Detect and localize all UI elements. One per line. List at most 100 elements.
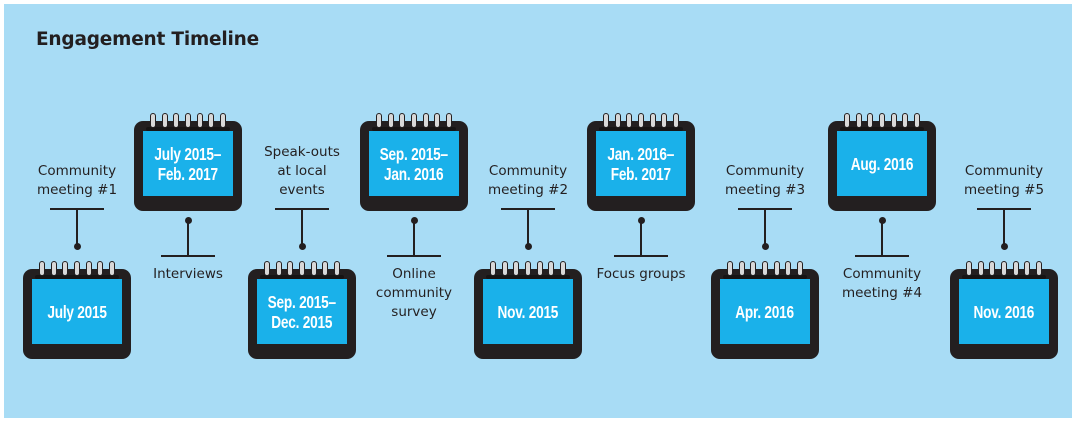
connector-dot — [1000, 243, 1008, 250]
event-date: Aug. 2016 — [850, 153, 914, 174]
calendar-ring — [108, 261, 115, 276]
calendar-face: Nov. 2016 — [959, 279, 1049, 344]
calendar-ring — [322, 261, 329, 276]
connector-stem — [881, 220, 883, 255]
calendar-icon: July 2015 — [23, 261, 131, 359]
connector-stem — [764, 208, 766, 246]
calendar-ring — [867, 113, 874, 128]
calendar-ring — [97, 261, 104, 276]
event-date: Sep. 2015–Dec. 2015 — [268, 292, 336, 332]
calendar-ring — [264, 261, 270, 276]
calendar-binding — [486, 275, 570, 279]
calendar-icon: Sep. 2015–Jan. 2016 — [360, 113, 468, 211]
connector-bar — [387, 255, 441, 257]
calendar-icon: Nov. 2016 — [950, 261, 1058, 359]
event-date: Apr. 2016 — [736, 302, 795, 322]
calendar-ring — [150, 113, 156, 128]
calendar-ring — [333, 261, 340, 276]
event-date-line2: Feb. 2017 — [157, 163, 219, 184]
calendar-rings — [39, 261, 115, 279]
calendar-ring — [62, 261, 69, 276]
calendar-ring — [196, 113, 203, 128]
connector-dot — [524, 243, 532, 250]
calendar-ring — [434, 113, 441, 128]
calendar-ring — [50, 261, 57, 276]
event-date: July 2015–Feb. 2017 — [155, 144, 222, 184]
calendar-face: July 2015 — [32, 279, 122, 344]
calendar-ring — [287, 261, 294, 276]
event-date-line1: Nov. 2016 — [973, 301, 1035, 322]
event-date-line1: Aug. 2016 — [850, 153, 914, 174]
calendar-ring — [966, 261, 972, 276]
calendar-ring — [173, 113, 180, 128]
calendar-ring — [73, 261, 80, 276]
event-date-line1: Sep. 2015– — [379, 143, 449, 164]
calendar-ring — [85, 261, 92, 276]
event-date: Jan. 2016–Feb. 2017 — [608, 144, 675, 184]
calendar-ring — [445, 113, 452, 128]
connector-dot — [637, 217, 645, 224]
event-date-line2: Dec. 2015 — [271, 311, 333, 332]
calendar-ring — [672, 113, 679, 128]
event-date-line1: Sep. 2015– — [267, 291, 337, 312]
calendar-binding — [599, 127, 683, 131]
connector-dot — [73, 243, 81, 250]
calendar-ring — [524, 261, 531, 276]
calendar-ring — [989, 261, 996, 276]
calendar-ring — [902, 113, 909, 128]
calendar-rings — [727, 261, 803, 279]
calendar-ring — [761, 261, 768, 276]
event-label: Focus groups — [596, 266, 686, 282]
calendar-ring — [614, 113, 621, 128]
event-date: Nov. 2016 — [974, 302, 1035, 322]
calendar-face: Nov. 2015 — [483, 279, 573, 344]
calendar-icon: Sep. 2015–Dec. 2015 — [248, 261, 356, 359]
event-date-line1: July 2015 — [47, 301, 107, 322]
connector-dot — [761, 243, 769, 250]
calendar-rings — [264, 261, 340, 279]
calendar-ring — [977, 261, 984, 276]
connector-stem — [413, 220, 415, 255]
connector-dot — [298, 243, 306, 250]
calendar-face: Aug. 2016 — [837, 131, 927, 196]
calendar-rings — [490, 261, 566, 279]
calendar-rings — [603, 113, 679, 131]
calendar-ring — [184, 113, 191, 128]
calendar-ring — [637, 113, 644, 128]
calendar-rings — [844, 113, 920, 131]
event-date-line2: Jan. 2016 — [384, 163, 444, 184]
event-date: Sep. 2015–Jan. 2016 — [380, 144, 448, 184]
calendar-face: Sep. 2015–Dec. 2015 — [257, 279, 347, 344]
calendar-binding — [146, 127, 230, 131]
timeline-title: Engagement Timeline — [36, 29, 259, 50]
calendar-ring — [750, 261, 757, 276]
calendar-ring — [501, 261, 508, 276]
calendar-ring — [1000, 261, 1007, 276]
calendar-binding — [962, 275, 1046, 279]
connector-stem — [1003, 208, 1005, 246]
calendar-face: Jan. 2016–Feb. 2017 — [596, 131, 686, 196]
calendar-icon: Aug. 2016 — [828, 113, 936, 211]
calendar-binding — [260, 275, 344, 279]
calendar-binding — [35, 275, 119, 279]
calendar-ring — [219, 113, 226, 128]
calendar-ring — [1024, 261, 1031, 276]
calendar-ring — [1035, 261, 1042, 276]
connector-bar — [161, 255, 215, 257]
calendar-face: Sep. 2015–Jan. 2016 — [369, 131, 459, 196]
connector-dot — [878, 217, 886, 224]
calendar-icon: July 2015–Feb. 2017 — [134, 113, 242, 211]
calendar-ring — [39, 261, 45, 276]
event-date: July 2015 — [47, 301, 107, 322]
calendar-ring — [878, 113, 885, 128]
calendar-face: Apr. 2016 — [720, 279, 810, 344]
event-label: Interviews — [153, 266, 223, 282]
calendar-ring — [376, 113, 382, 128]
calendar-ring — [387, 113, 394, 128]
